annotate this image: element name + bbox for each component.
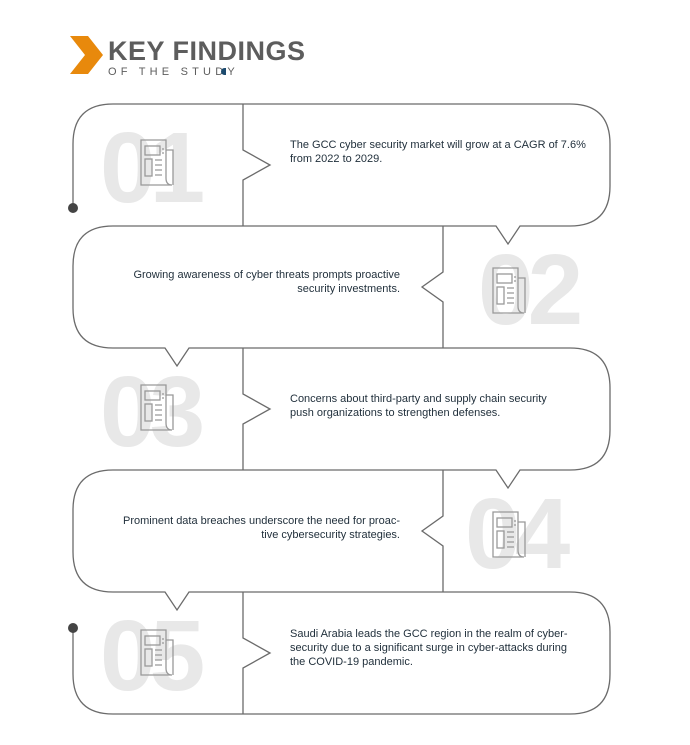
text-line: security investments.: [297, 283, 400, 295]
subtitle-dot-icon: [221, 68, 226, 75]
finding-text-4: Prominent data breaches underscore the n…: [100, 514, 400, 542]
text-line: from 2022 to 2029.: [290, 153, 383, 165]
newspaper-icon: [492, 267, 526, 314]
newspaper-icon: [492, 511, 526, 558]
text-line: Growing awareness of cyber threats promp…: [133, 269, 400, 281]
text-line: The GCC cyber security market will grow …: [290, 139, 586, 151]
chevron-logo-icon: [70, 36, 103, 74]
newspaper-icon: [140, 139, 174, 186]
text-line: push organizations to strengthen defense…: [290, 407, 501, 419]
newspaper-icon: [140, 629, 174, 676]
text-line: the COVID-19 pandemic.: [290, 656, 413, 668]
text-line: security due to a significant surge in c…: [290, 642, 567, 654]
finding-text-2: Growing awareness of cyber threats promp…: [100, 268, 400, 296]
text-line: Prominent data breaches underscore the n…: [123, 515, 400, 527]
finding-text-3: Concerns about third-party and supply ch…: [290, 392, 590, 420]
page-title: KEY FINDINGS: [108, 36, 306, 66]
text-line: Saudi Arabia leads the GCC region in the…: [290, 628, 568, 640]
finding-number-2: 02: [478, 234, 583, 346]
text-line: Concerns about third-party and supply ch…: [290, 393, 547, 405]
text-line: tive cybersecurity strategies.: [261, 529, 400, 541]
page-subtitle: OF THE STUDY: [108, 66, 239, 78]
finding-text-5: Saudi Arabia leads the GCC region in the…: [290, 627, 590, 669]
finding-text-1: The GCC cyber security market will grow …: [290, 138, 590, 166]
newspaper-icon: [140, 384, 174, 431]
